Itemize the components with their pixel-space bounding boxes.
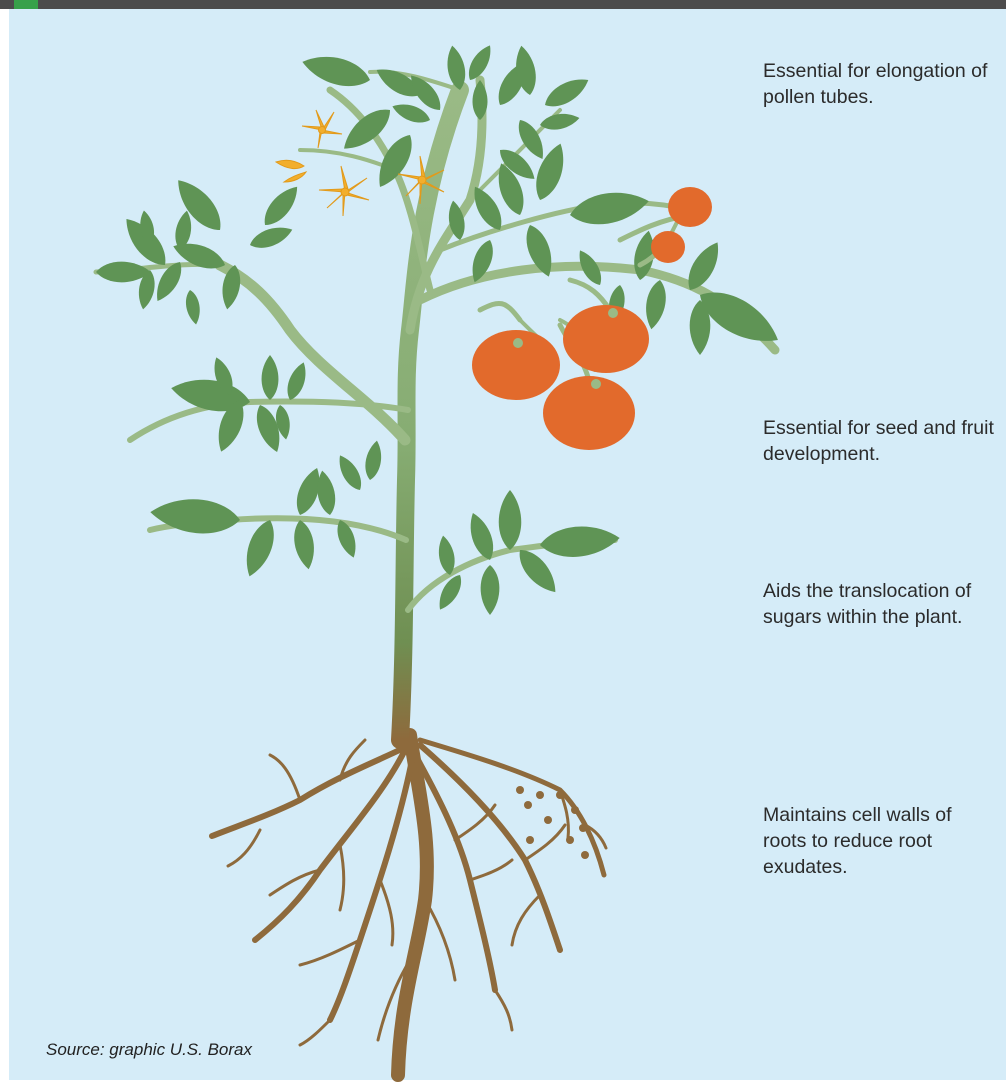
source-credit: Source: graphic U.S. Borax [46, 1040, 252, 1060]
tomato-fruit-3 [543, 376, 635, 450]
main-stem [400, 90, 460, 740]
tomato-fruit-small-1 [668, 187, 712, 227]
label-seed-fruit: Essential for seed and fruit development… [763, 415, 999, 467]
label-pollen-tubes: Essential for elongation of pollen tubes… [763, 58, 999, 110]
flower-bud-1 [276, 160, 306, 182]
root-nodules [516, 786, 589, 859]
label-root-cell-walls: Maintains cell walls of roots to reduce … [763, 802, 999, 880]
tomato-fruit-small-2 [651, 231, 685, 263]
flower-1 [302, 110, 342, 148]
label-sugar-translocation: Aids the translocation of sugars within … [763, 578, 999, 630]
root-system [212, 735, 606, 1075]
tomato-fruit-2 [563, 305, 649, 373]
flower-2 [319, 166, 369, 216]
